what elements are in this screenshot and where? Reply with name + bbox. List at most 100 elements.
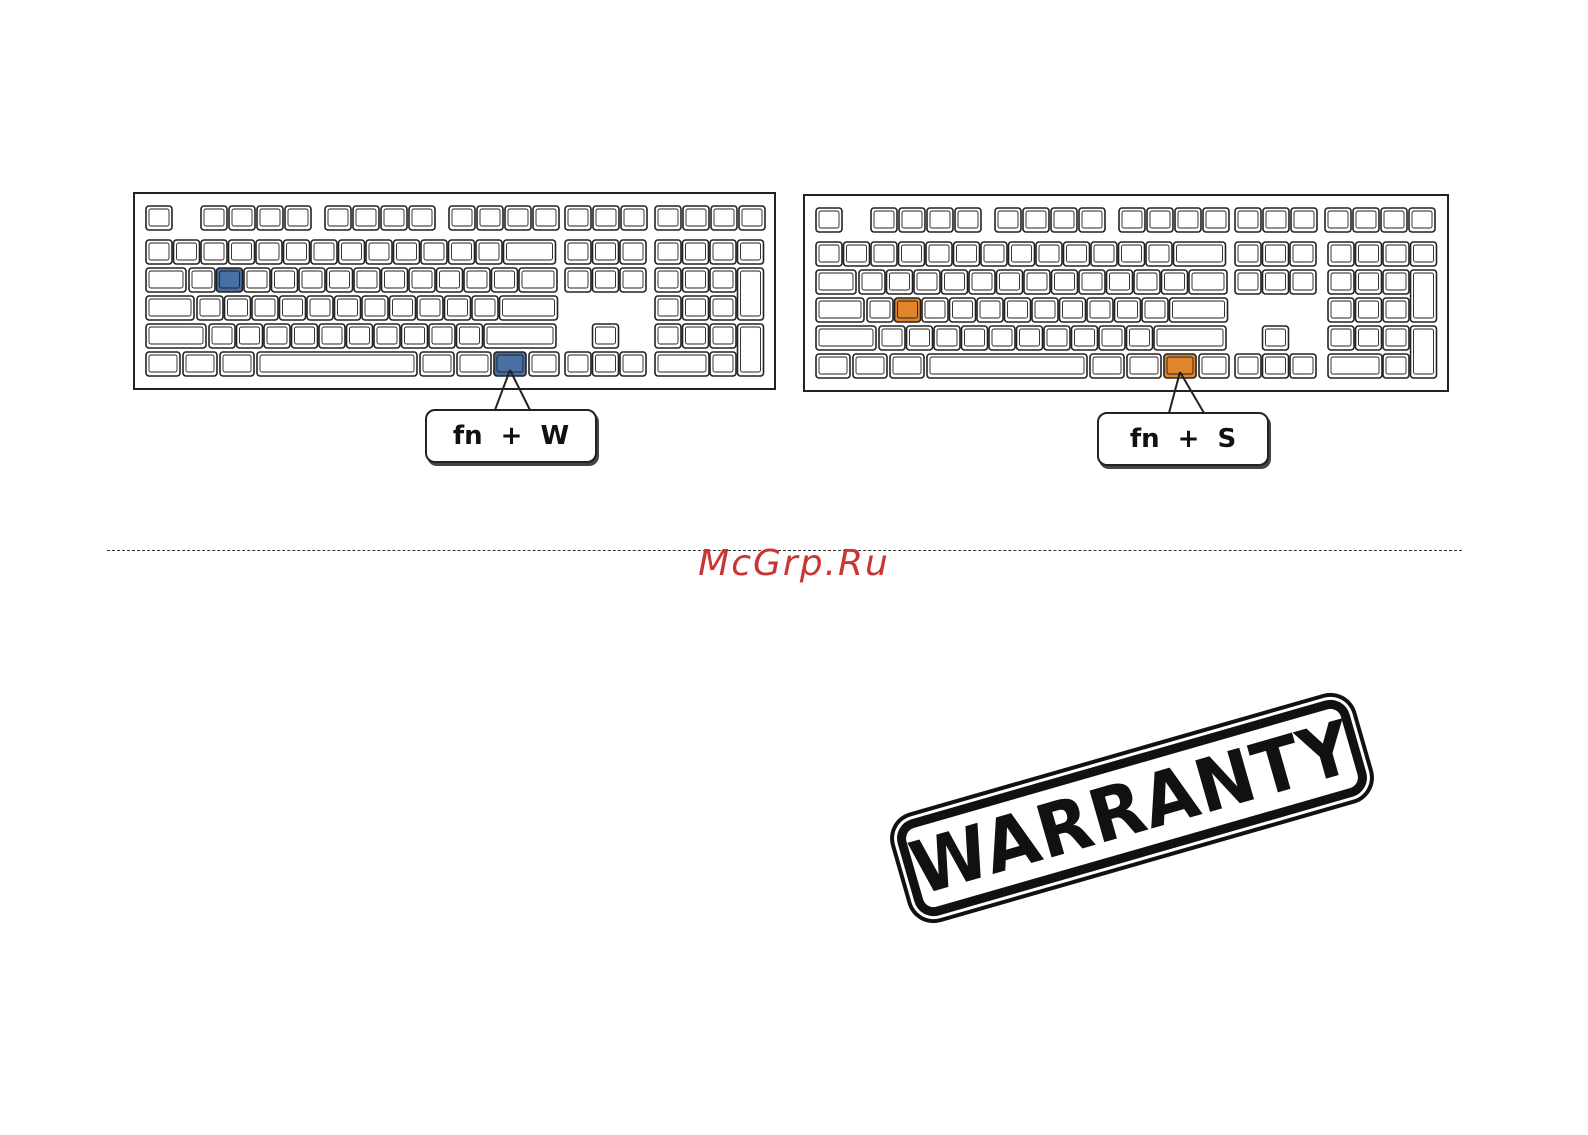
key xyxy=(1381,208,1407,232)
key xyxy=(981,242,1007,266)
key-D xyxy=(922,298,948,322)
key xyxy=(683,268,709,292)
key-enter xyxy=(500,296,558,320)
key-option xyxy=(853,354,887,378)
key xyxy=(1091,242,1117,266)
key-F xyxy=(950,298,976,322)
key-tab xyxy=(146,268,186,292)
key-; xyxy=(1115,298,1141,322)
key xyxy=(620,268,646,292)
key xyxy=(292,324,318,348)
key-numpad-plus xyxy=(738,268,764,320)
key-combo-fn-s: fn + S xyxy=(1097,412,1269,466)
key-arrow-up xyxy=(1263,326,1289,350)
key-D xyxy=(252,296,278,320)
key xyxy=(381,206,407,230)
key-L xyxy=(1087,298,1113,322)
key-R xyxy=(272,268,298,292)
key xyxy=(284,240,310,264)
key-option xyxy=(183,352,217,376)
key xyxy=(1328,326,1354,350)
key xyxy=(1036,242,1062,266)
key-backslash xyxy=(519,268,557,292)
key xyxy=(593,268,619,292)
key xyxy=(907,326,933,350)
key-U xyxy=(1024,270,1050,294)
key-T xyxy=(299,268,325,292)
key-shift-left xyxy=(146,324,206,348)
key-control xyxy=(816,354,850,378)
key xyxy=(1290,270,1316,294)
key xyxy=(285,206,311,230)
key xyxy=(739,206,765,230)
combo-key-fn: fn xyxy=(1130,424,1160,454)
key-control-right xyxy=(1199,354,1229,378)
key-arrow xyxy=(1263,354,1289,378)
key xyxy=(1079,208,1105,232)
combo-plus: + xyxy=(501,421,523,451)
key-I xyxy=(1052,270,1078,294)
key-S xyxy=(895,298,921,322)
key-command xyxy=(890,354,924,378)
key-esc xyxy=(146,206,172,230)
key xyxy=(449,206,475,230)
key xyxy=(683,240,709,264)
key xyxy=(201,240,227,264)
key xyxy=(1044,326,1070,350)
key xyxy=(995,208,1021,232)
key-A xyxy=(197,296,223,320)
key xyxy=(962,326,988,350)
key xyxy=(710,268,736,292)
key xyxy=(955,208,981,232)
key-arrow xyxy=(593,352,619,376)
key xyxy=(1383,298,1409,322)
key xyxy=(374,324,400,348)
key-numpad-enter xyxy=(738,324,764,376)
key xyxy=(505,206,531,230)
key-] xyxy=(1162,270,1188,294)
watermark-text: McGrp.Ru xyxy=(0,543,1588,584)
key-arrow xyxy=(565,352,591,376)
key-command-right xyxy=(1090,354,1124,378)
key-' xyxy=(472,296,498,320)
key xyxy=(621,206,647,230)
key-numpad-enter xyxy=(1411,326,1437,378)
key-I xyxy=(382,268,408,292)
key xyxy=(1064,242,1090,266)
key xyxy=(655,206,681,230)
key-T xyxy=(969,270,995,294)
combo-key-w: W xyxy=(540,421,569,451)
warranty-stamp: WARRANTY xyxy=(892,695,1371,921)
key xyxy=(565,240,591,264)
key xyxy=(934,326,960,350)
key xyxy=(237,324,263,348)
key xyxy=(565,206,591,230)
key-Y xyxy=(327,268,353,292)
key-tab xyxy=(816,270,856,294)
key xyxy=(1127,326,1153,350)
key xyxy=(710,296,736,320)
key-arrow-up xyxy=(593,324,619,348)
key-' xyxy=(1142,298,1168,322)
key xyxy=(1356,298,1382,322)
key xyxy=(477,206,503,230)
key-J xyxy=(362,296,388,320)
key xyxy=(1051,208,1077,232)
key-command xyxy=(220,352,254,376)
key xyxy=(257,206,283,230)
key-] xyxy=(492,268,518,292)
key xyxy=(1356,270,1382,294)
key xyxy=(366,240,392,264)
key xyxy=(1356,326,1382,350)
key-K xyxy=(390,296,416,320)
key xyxy=(1119,208,1145,232)
key xyxy=(683,206,709,230)
keyboard-illustration xyxy=(803,194,1449,394)
key xyxy=(256,240,282,264)
key-Y xyxy=(997,270,1023,294)
key xyxy=(655,296,681,320)
key xyxy=(476,240,502,264)
key xyxy=(899,242,925,266)
key xyxy=(1325,208,1351,232)
key xyxy=(871,242,897,266)
